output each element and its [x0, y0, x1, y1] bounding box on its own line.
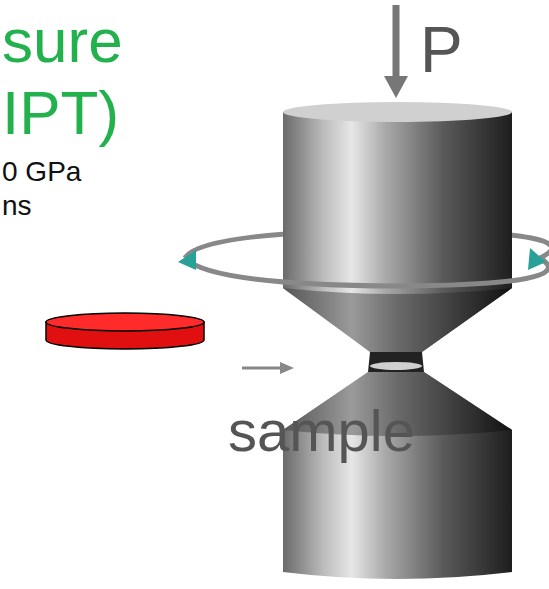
- note-fragment: ns: [2, 192, 32, 220]
- pressure-arrow-head: [384, 76, 408, 98]
- rotation-arrow-front: [185, 258, 548, 286]
- title-fragment: IPT): [2, 82, 119, 144]
- upper-anvil: [283, 102, 512, 352]
- sample-in-gap: [370, 362, 422, 370]
- title-fragment: sure: [2, 10, 123, 72]
- pressure-label: P: [420, 18, 463, 82]
- pressure-note: 0 GPa: [2, 158, 81, 186]
- pointer-arrow-head: [280, 362, 294, 374]
- gap: [368, 352, 424, 372]
- pointer-arrow: [242, 367, 282, 370]
- sample-disk: [46, 313, 204, 349]
- sample-label: sample: [228, 402, 415, 460]
- pressure-arrow: [393, 5, 400, 78]
- rotation-arrow-head: [178, 250, 196, 270]
- rotation-arrow-head: [528, 248, 546, 270]
